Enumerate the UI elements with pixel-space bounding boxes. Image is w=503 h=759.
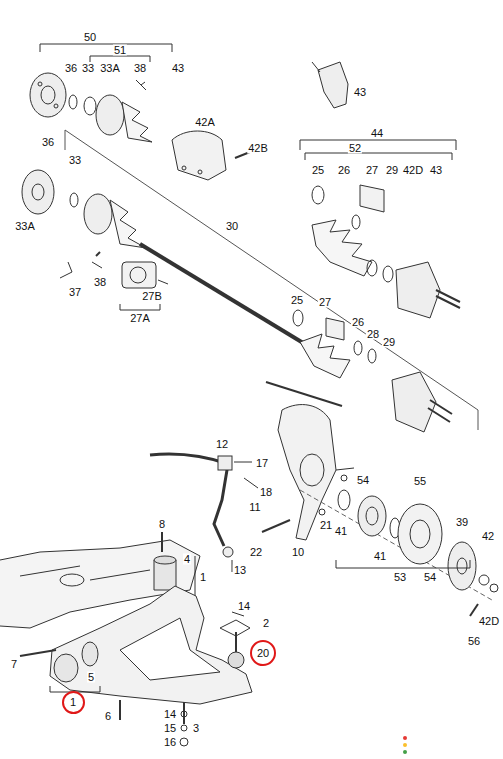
callout-number: 42 [481,531,495,542]
callout-number: 14 [163,709,177,720]
callout-number: 3 [192,723,200,734]
callout-number: 1 [199,572,207,583]
callout-number: 16 [163,737,177,748]
callout-number: 51 [113,45,127,56]
callout-number: 43 [353,87,367,98]
callout-number: 1 [69,697,77,708]
callout-number: 18 [259,487,273,498]
callout-number: 13 [233,565,247,576]
callout-number: 54 [423,572,437,583]
highlight-circle: 20 [250,640,276,666]
callout-number: 36 [41,137,55,148]
callout-number: 56 [467,636,481,647]
callout-number: 17 [255,458,269,469]
callout-number: 28 [366,329,380,340]
callout-number: 8 [158,519,166,530]
callout-number: 2 [262,618,270,629]
callout-number: 54 [356,475,370,486]
callout-number: 33 [68,155,82,166]
highlight-circle: 1 [62,691,85,714]
callout-number: 43 [429,165,443,176]
callout-number: 43 [171,63,185,74]
callout-number: 42A [194,117,216,128]
callout-number: 38 [93,277,107,288]
callout-number: 52 [348,143,362,154]
callout-number: 42D [478,616,500,627]
callout-number: 29 [382,337,396,348]
callout-number: 27B [141,291,163,302]
callout-number: 27A [129,313,151,324]
callout-number: 5 [87,672,95,683]
callout-number: 4 [183,554,191,565]
callout-number: 37 [68,287,82,298]
callout-number: 55 [413,476,427,487]
callout-number: 25 [311,165,325,176]
callout-number: 26 [351,317,365,328]
callout-number: 42B [247,143,269,154]
callout-number: 6 [104,711,112,722]
callout-number: 25 [290,295,304,306]
callout-number: 30 [225,221,239,232]
callout-number: 14 [237,601,251,612]
callout-number: 33 [81,63,95,74]
callout-number: 50 [83,32,97,43]
callout-number: 42D [402,165,424,176]
callout-number: 38 [133,63,147,74]
callout-number: 27 [365,165,379,176]
callout-number: 33A [14,221,36,232]
callout-number: 36 [64,63,78,74]
callout-number: 7 [10,659,18,670]
callout-number: 21 [319,520,333,531]
callout-number: 12 [215,439,229,450]
callout-number: 11 [248,502,261,513]
callout-number: 44 [370,128,384,139]
callout-number: 39 [455,517,469,528]
callout-number: 10 [291,547,305,558]
callout-number: 20 [256,648,270,659]
callout-number: 41 [373,551,387,562]
callout-number: 33A [99,63,121,74]
callout-number: 29 [385,165,399,176]
callout-number: 41 [334,526,348,537]
callout-number: 22 [249,547,263,558]
callout-number: 15 [163,723,177,734]
callout-number: 53 [393,572,407,583]
callout-number: 27 [318,297,332,308]
callout-number: 26 [337,165,351,176]
